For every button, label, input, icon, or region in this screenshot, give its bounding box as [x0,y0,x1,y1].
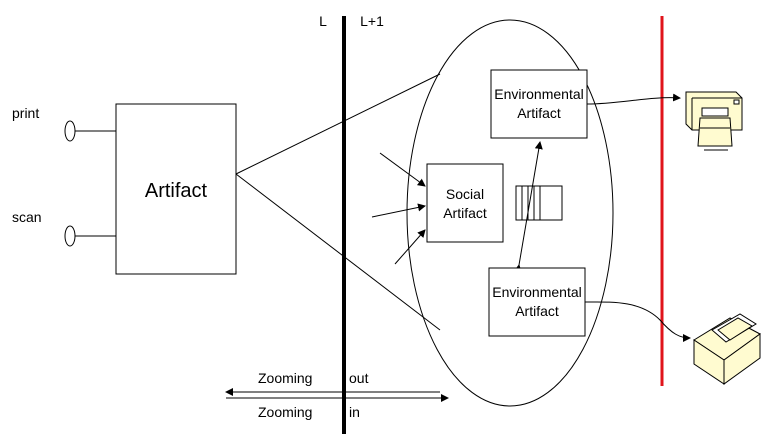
social-artifact-box [426,163,504,243]
printer-icon [685,91,743,151]
zoom-ellipse [406,19,614,407]
input-arrow-2 [371,203,426,218]
printer-connection [586,93,681,105]
input-arrow-3 [394,229,426,265]
zoom-line-top [235,73,441,175]
env-link-arrow [513,141,543,273]
env-artifact-bottom-box [488,267,586,337]
print-port-label: print [12,105,39,121]
env-artifact-bottom-line2: Artifact [515,303,559,319]
artifact-label: Artifact [145,180,208,202]
zoom-line-bottom [235,173,441,331]
print-port [64,120,76,142]
scanner-connection [584,301,691,342]
scanner-icon [693,313,761,385]
social-artifact-line1: Social [446,186,484,202]
env-artifact-bottom-line1: Environmental [492,284,582,300]
zoom-out-label-right: out [349,370,369,386]
artifact-box [115,103,237,275]
env-artifact-top-box [490,69,588,139]
layer-l-label: L [319,13,327,29]
zoom-out-label-left: Zooming [258,370,312,386]
layer-l1-label: L+1 [360,13,384,29]
env-artifact-top-line2: Artifact [517,105,561,121]
zoom-in-label-left: Zooming [258,404,312,420]
env-artifact-top-line1: Environmental [494,86,584,102]
queue-icon [515,185,563,221]
social-artifact-line2: Artifact [443,205,487,221]
input-arrow-1 [379,152,426,187]
scan-port-label: scan [12,209,42,225]
zoom-in-label-right: in [349,404,360,420]
scan-port [64,225,76,247]
